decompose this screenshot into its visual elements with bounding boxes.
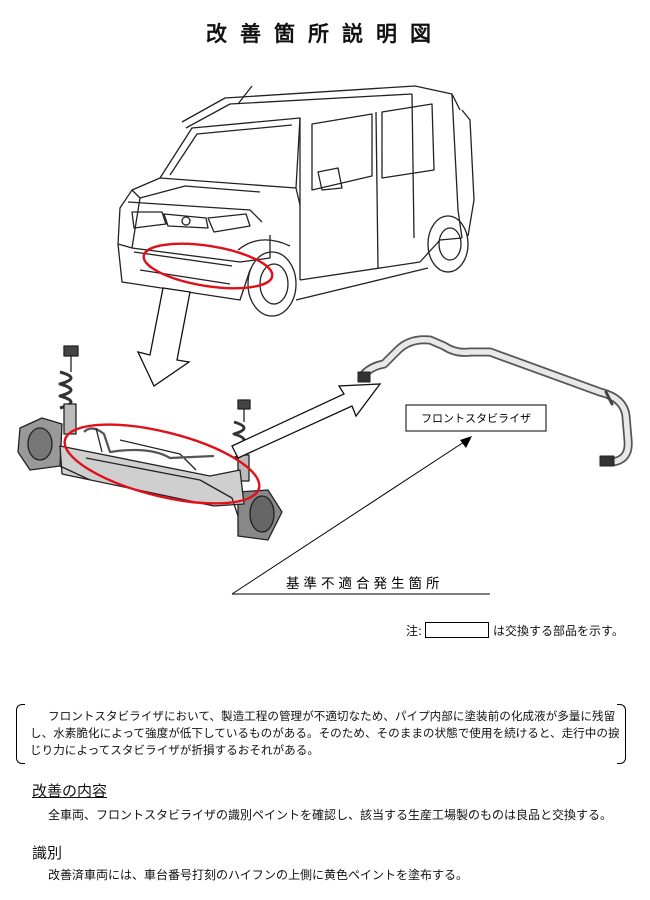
note-legend-box xyxy=(425,622,490,638)
identification-text: 改善済車両には、車台番号打刻のハイフンの上側に黄色ペイントを塗布する。 xyxy=(48,868,469,882)
car-illustration xyxy=(117,85,475,317)
improvement-diagram: フロントスタビライザ 基準不適合発生箇所 xyxy=(17,85,633,595)
suspension-illustration xyxy=(17,345,283,541)
defect-description: フロントスタビライザにおいて、製造工程の管理が不適切なため、パイプ内部に塗装前の… xyxy=(16,704,626,764)
defect-location-label: 基準不適合発生箇所 xyxy=(286,575,444,592)
note-suffix: は交換する部品を示す。 xyxy=(493,624,624,638)
remedy-heading: 改善の内容 xyxy=(32,782,108,800)
note-prefix: 注: xyxy=(406,624,423,638)
leader-line xyxy=(231,441,465,595)
arrow-suspension-to-part xyxy=(231,383,382,459)
remedy-text: 全車両、フロントスタビライザの識別ペイントを確認し、該当する生産工場製のものは良… xyxy=(48,808,613,822)
leader-arrowhead xyxy=(460,436,472,448)
part-name-label: フロントスタビライザ xyxy=(421,412,531,425)
left-bracket xyxy=(16,704,25,764)
identification-heading: 識別 xyxy=(32,844,63,862)
note: 注: は交換する部品を示す。 xyxy=(406,622,624,639)
suspension-highlight-ellipse xyxy=(63,423,261,505)
page-title: 改善箇所説明図 xyxy=(206,22,444,46)
car-highlight-ellipse xyxy=(142,242,274,290)
description-text: フロントスタビライザにおいて、製造工程の管理が不適切なため、パイプ内部に塗装前の… xyxy=(30,709,620,757)
right-bracket xyxy=(617,704,626,764)
arrow-car-to-suspension xyxy=(136,287,191,387)
part-name-box xyxy=(405,404,547,432)
stabilizer-bar-illustration xyxy=(357,335,633,467)
